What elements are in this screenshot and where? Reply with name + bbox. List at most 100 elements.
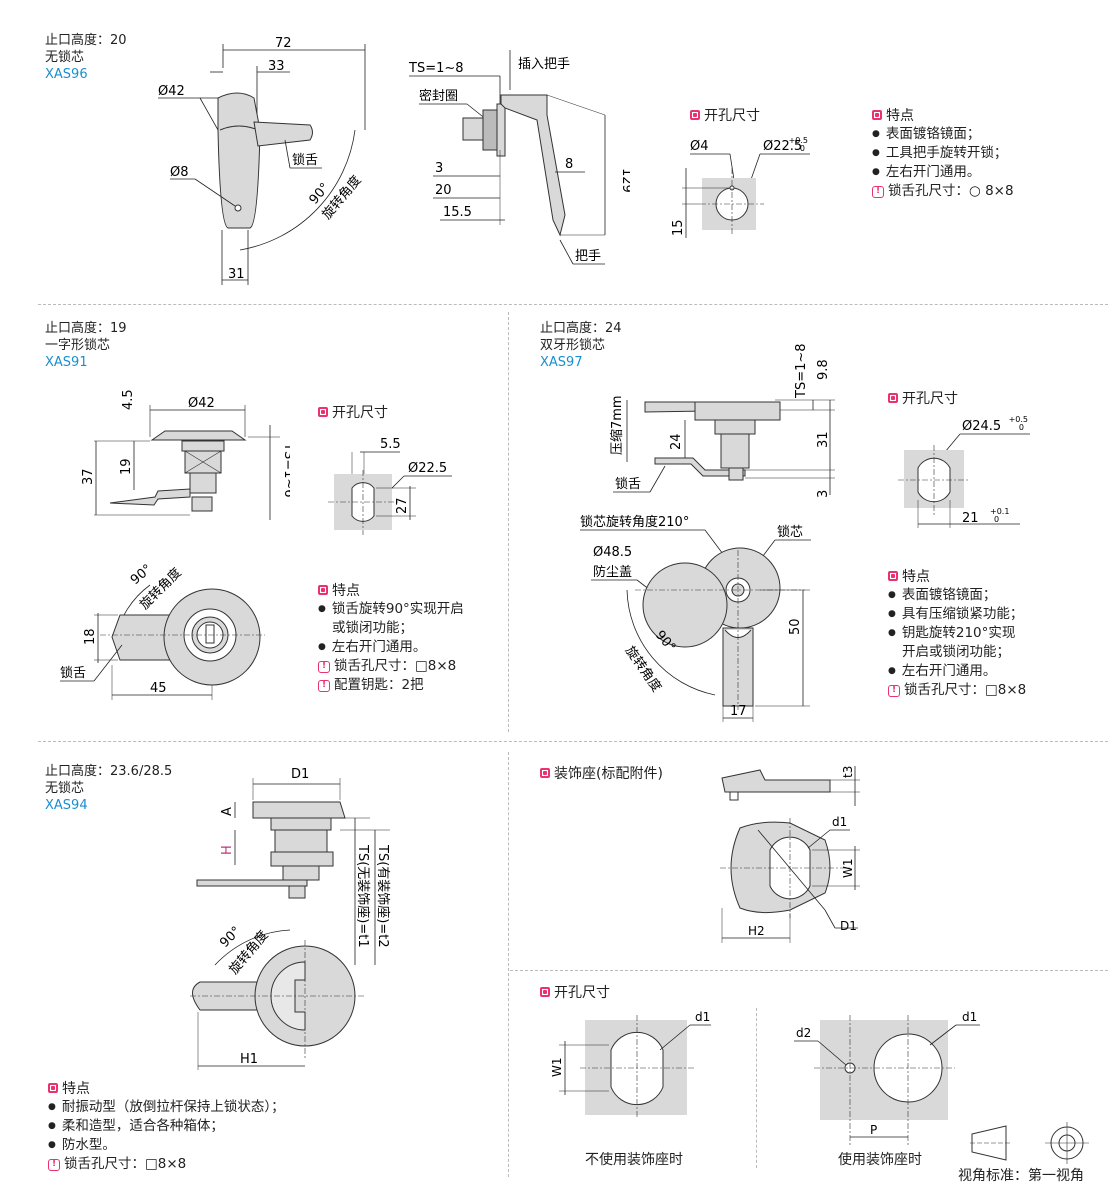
s1-feature-item: 左右开门通用。	[872, 163, 1014, 182]
svg-text:+0.1: +0.1	[990, 507, 1009, 516]
s3-core-label: 锁芯	[777, 524, 803, 540]
s3-features: 特点 表面镀铬镜面； 具有压缩锁紧功能； 钥匙旋转210°实现 开启或锁闭功能；…	[888, 566, 1026, 700]
s3-d24: 24	[669, 433, 684, 450]
s4-feature-item: 柔和造型，适合各种箱体；	[48, 1117, 285, 1136]
s2-feature-item: 或锁闭功能；	[332, 620, 413, 636]
s4-angle: 90°	[217, 924, 244, 951]
s3-front-drawing: 锁芯旋转角度210° 锁芯 Ø48.5 防尘盖 90° 旋转角度 50 17	[580, 514, 811, 722]
svg-text:0: 0	[994, 515, 999, 524]
svg-text:+0.5: +0.5	[789, 136, 808, 145]
s4-feature-item: 防水型。	[48, 1136, 285, 1155]
s2-side-drawing: 4.5 Ø42 37 19 TS=1~6	[81, 389, 290, 520]
s4-feature-item: 耐振动型（放倒拉杆保持上锁状态）；	[48, 1098, 285, 1117]
s1-feature-item: 表面镀铬镜面；	[872, 125, 1014, 144]
s6-hole-b: d1 d2 P	[794, 1010, 980, 1145]
s1-tongue: 锁舌	[292, 152, 318, 168]
s4-h: H	[220, 845, 235, 855]
s3-hole-drawing: Ø24.5 +0.5 0 21 +0.1 0	[898, 415, 1030, 528]
warning-icon: !	[872, 185, 884, 198]
s3-feature-item: 钥匙旋转210°实现	[888, 624, 1026, 643]
s3-d50: 50	[788, 618, 803, 635]
s3-info: 止口高度：24 双牙形锁芯 XAS97	[540, 320, 622, 371]
square-bullet-icon	[318, 407, 328, 417]
svg-text:0: 0	[800, 144, 805, 153]
s1-core: 无锁芯	[45, 50, 85, 65]
warning-icon: !	[318, 660, 330, 673]
s1-side-drawing: TS=1~8 插入把手 密封圈 129 8 3 20 15.5 把手	[408, 50, 630, 265]
square-bullet-icon	[690, 110, 700, 120]
s3-d31: 31	[816, 431, 831, 448]
s5-title: 装饰座(标配附件)	[540, 763, 663, 783]
s3-hole-title: 开孔尺寸	[888, 388, 958, 408]
s1-warn: 锁舌孔尺寸：○ 8×8	[888, 183, 1014, 199]
s3-d98: 9.8	[816, 359, 831, 380]
square-bullet-icon	[888, 571, 898, 581]
s1-d8: Ø8	[170, 165, 189, 180]
s1-info: 止口高度：20 无锁芯 XAS96	[45, 32, 127, 83]
square-bullet-icon	[540, 987, 550, 997]
s1-d33: 33	[268, 59, 285, 74]
s2-d42: Ø42	[188, 396, 215, 411]
s2-angle: 90°	[128, 562, 155, 588]
s3-feature-item: 表面镀铬镜面；	[888, 586, 1026, 605]
svg-text:0: 0	[1019, 423, 1024, 432]
s6-p: P	[870, 1123, 877, 1137]
s2-features: 特点 锁舌旋转90°实现开启 或锁闭功能； 左右开门通用。 !锁舌孔尺寸：□8×…	[318, 580, 464, 695]
s4-side-drawing: D1 A H TS(无装饰座)=t1 TS(有装饰座)=t2	[196, 767, 390, 965]
s4-h1: H1	[240, 1052, 258, 1067]
s2-d55: 5.5	[380, 437, 401, 452]
s2-warn1: 锁舌孔尺寸：□8×8	[334, 658, 457, 674]
s6-view-standard: 视角标准：第一视角	[958, 1168, 1084, 1184]
s2-d18: 18	[83, 628, 98, 645]
s1-insert: 插入把手	[518, 57, 570, 72]
s3-cover: 防尘盖	[593, 564, 632, 580]
s4-stop-height: 止口高度：23.6/28.5	[45, 764, 173, 779]
s2-d27: 27	[395, 497, 410, 514]
s2-front-drawing: 90° 旋转角度 18 锁舌 45	[60, 562, 265, 700]
s2-tongue: 锁舌	[60, 665, 86, 681]
s1-d42: Ø42	[158, 84, 185, 99]
s1-d20: 20	[435, 183, 452, 198]
square-bullet-icon	[48, 1083, 58, 1093]
s5-D1: D1	[840, 919, 857, 933]
s6-title: 开孔尺寸	[540, 982, 610, 1002]
s2-hole-title: 开孔尺寸	[318, 402, 388, 422]
s6-d1a: d1	[695, 1010, 710, 1024]
s6-hole-a: d1 W1	[550, 1010, 711, 1117]
s5-d1: d1	[832, 815, 847, 829]
s4-ts2: TS(有装饰座)=t2	[375, 844, 390, 948]
square-bullet-icon	[540, 768, 550, 778]
square-bullet-icon	[318, 585, 328, 595]
s2-ts: TS=1~6	[281, 442, 290, 498]
s1-model: XAS96	[45, 67, 88, 82]
s2-model: XAS91	[45, 355, 88, 370]
s3-tongue: 锁舌	[615, 476, 641, 492]
s1-hole-title: 开孔尺寸	[690, 105, 760, 125]
s2-d19: 19	[119, 458, 134, 475]
s3-feature-item: 左右开门通用。	[888, 662, 1026, 681]
s1-handle: 把手	[575, 249, 601, 264]
s1-d8b: 8	[565, 157, 573, 172]
s3-feature-item: 开启或锁闭功能；	[902, 644, 1010, 660]
s4-d1: D1	[291, 767, 309, 782]
s2-feature-item: 左右开门通用。	[318, 638, 464, 657]
s6-w1: W1	[550, 1058, 564, 1078]
square-bullet-icon	[888, 393, 898, 403]
s1-feature-item: 工具把手旋转开锁；	[872, 144, 1014, 163]
s2-feature-item: 锁舌旋转90°实现开启	[318, 600, 464, 619]
s1-d72: 72	[275, 36, 292, 51]
s2-core: 一字形锁芯	[45, 338, 111, 353]
s4-features: 特点 耐振动型（放倒拉杆保持上锁状态）； 柔和造型，适合各种箱体； 防水型。 !…	[48, 1078, 285, 1174]
s3-core: 双牙形锁芯	[540, 338, 606, 353]
s2-stop-height: 止口高度：19	[45, 321, 127, 336]
s1-d31: 31	[228, 267, 245, 282]
s2-warn2: 配置钥匙：2把	[334, 677, 424, 693]
s5-h2: H2	[748, 924, 765, 938]
s3-d21: 21	[962, 511, 979, 526]
s3-d3: 3	[816, 490, 831, 498]
s1-d129: 129	[619, 168, 630, 193]
s6-caption-a: 不使用装饰座时	[585, 1152, 683, 1168]
s2-d225: Ø22.5	[408, 461, 447, 476]
s6-caption-b: 使用装饰座时	[838, 1152, 922, 1168]
s3-ts: TS=1~8	[794, 343, 809, 399]
